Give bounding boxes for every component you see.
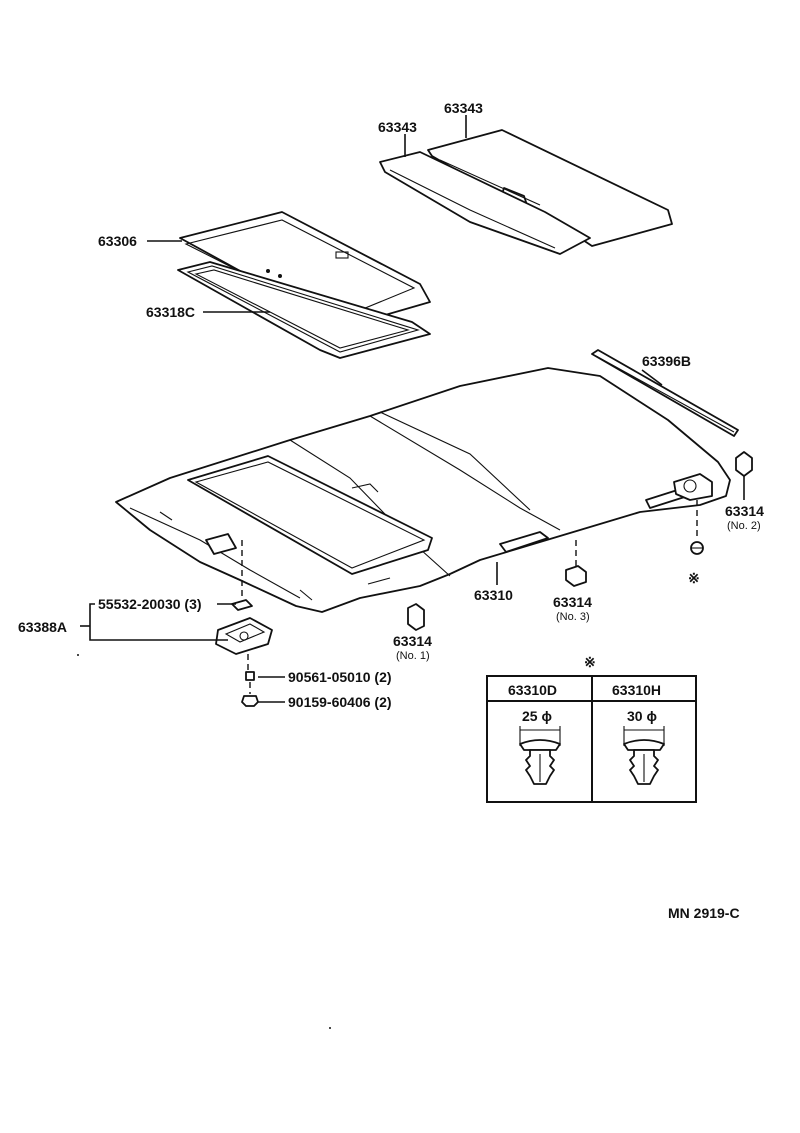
label-63318c: 63318C: [146, 304, 195, 320]
lamp-base-55532: [231, 599, 253, 611]
label-63314-no3-sub: (No. 3): [556, 611, 590, 623]
clip-63310h-icon: [623, 726, 665, 785]
clip-table-header-63310h: 63310H: [612, 682, 661, 698]
clip-table-header-63310d: 63310D: [508, 682, 557, 698]
clip-63314-no3: [565, 565, 587, 587]
bracket-63388a: [89, 603, 228, 641]
asterisk-marker-clip: ※: [688, 570, 700, 586]
dome-lamp-63388A: [215, 617, 273, 655]
label-63314-no1: 63314: [393, 633, 432, 649]
label-63314-no2-sub: (No. 2): [727, 520, 761, 532]
sunroof-seal-63318C: [177, 261, 431, 359]
label-63310: 63310: [474, 587, 513, 603]
label-63314-no3: 63314: [553, 594, 592, 610]
label-90159: 90159-60406 (2): [288, 694, 392, 710]
label-63314-no1-sub: (No. 1): [396, 650, 430, 662]
weatherstrip-63396B: [591, 349, 739, 437]
trim-panel-63343: [379, 129, 673, 255]
screw-90159: [241, 695, 259, 707]
label-55532: 55532-20030 (3): [98, 596, 202, 612]
label-63314-no2: 63314: [725, 503, 764, 519]
diagram-code: MN 2919-C: [668, 905, 740, 921]
label-63343-b: 63343: [444, 100, 483, 116]
clip-table: ※ 63310D 63310H 25 ϕ 30 ϕ: [486, 654, 697, 803]
label-63396b: 63396B: [642, 353, 691, 369]
label-63388a: 63388A: [18, 619, 67, 635]
clip-63310d-icon: [519, 726, 561, 785]
clip-size-30: 30 ϕ: [627, 708, 657, 724]
clip-63314-no2: [735, 451, 753, 477]
clip-table-marker: ※: [584, 654, 596, 670]
clip-63314-no1: [407, 603, 425, 631]
label-90561: 90561-05010 (2): [288, 669, 392, 685]
headlining-63310: [115, 367, 731, 613]
clip-fastener-right: [690, 541, 704, 555]
clip-size-25: 25 ϕ: [522, 708, 552, 724]
leader-63396b: [641, 369, 663, 386]
label-63306: 63306: [98, 233, 137, 249]
label-63343-a: 63343: [378, 119, 417, 135]
screw-90561: [245, 671, 255, 681]
